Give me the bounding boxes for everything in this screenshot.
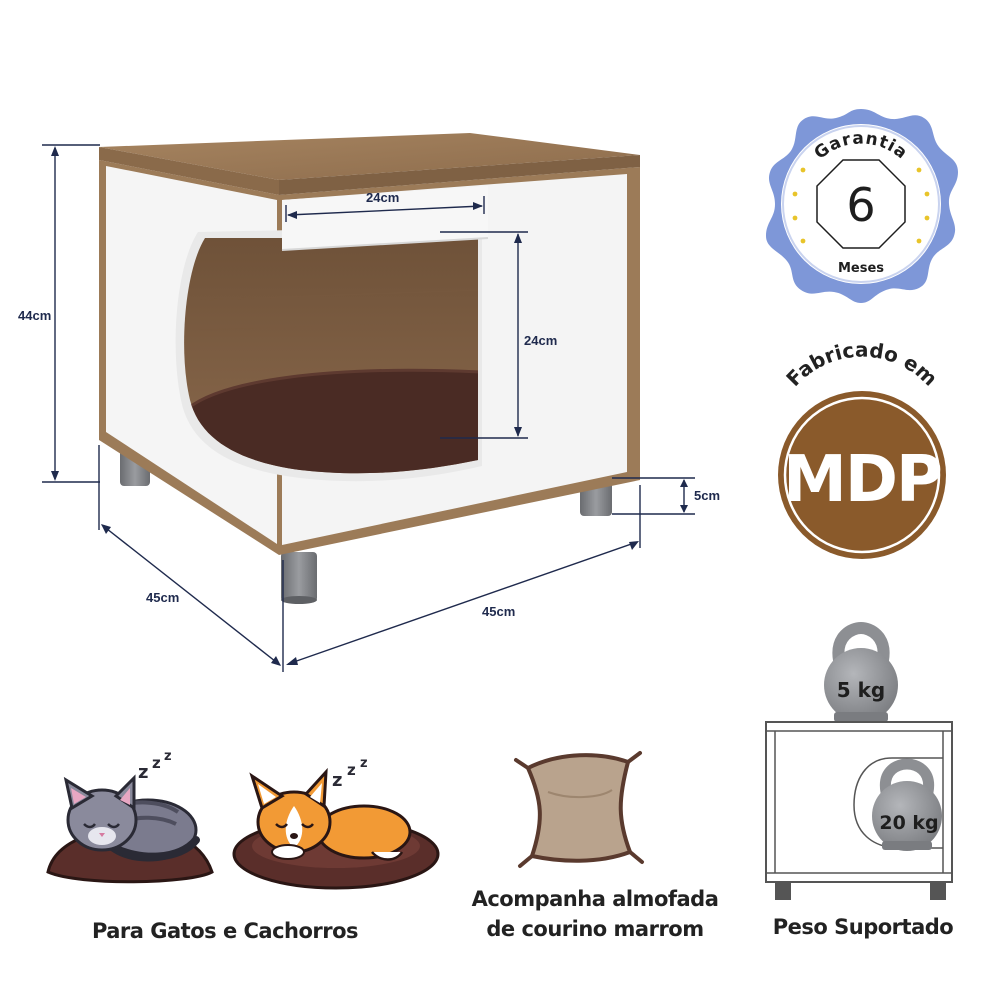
inside-weight-label: 20 kg bbox=[879, 812, 938, 834]
svg-text:z: z bbox=[164, 749, 172, 764]
warranty-octagon bbox=[816, 159, 906, 249]
dim-opening-width-label: 24cm bbox=[366, 190, 399, 205]
warranty-bottom-text: Meses bbox=[838, 261, 884, 276]
dimension-lines bbox=[42, 144, 695, 672]
dim-width-label: 45cm bbox=[482, 604, 515, 619]
inner-cushion bbox=[186, 370, 478, 474]
foot-front-left bbox=[281, 552, 317, 602]
dim-opening-height-label: 24cm bbox=[524, 333, 557, 348]
svg-text:z: z bbox=[138, 762, 148, 783]
top-panel bbox=[99, 133, 640, 180]
pets-caption: Para Gatos e Cachorros bbox=[91, 919, 359, 943]
star-icon bbox=[792, 167, 930, 244]
warranty-number: 6 bbox=[846, 178, 875, 232]
kettlebell-icon bbox=[872, 758, 942, 851]
dog-icon: z z z bbox=[232, 756, 440, 890]
dim-feet-label: 5cm bbox=[694, 488, 720, 503]
weight-caption: Peso Suportado bbox=[772, 915, 954, 939]
top-weight-label: 5 kg bbox=[837, 678, 886, 702]
pet-house bbox=[99, 133, 640, 604]
cushion-icon bbox=[514, 751, 644, 868]
svg-text:z: z bbox=[332, 770, 342, 791]
cushion-caption-line1: Acompanha almofada bbox=[471, 887, 719, 911]
mdp-top-text: Fabricado em bbox=[781, 338, 942, 391]
kettlebell-icon bbox=[824, 621, 898, 722]
cushion-caption-line2: de courino marrom bbox=[486, 917, 704, 941]
cushion-caption: Acompanha almofada de courino marrom bbox=[470, 884, 720, 944]
warranty-badge: Garantia 6 Meses bbox=[766, 109, 958, 303]
svg-text:Fabricado em: Fabricado em bbox=[781, 338, 942, 391]
svg-text:z: z bbox=[360, 756, 368, 771]
mdp-main-text: MDP bbox=[783, 443, 941, 517]
svg-text:z: z bbox=[152, 754, 161, 772]
weight-diagram: 5 kg 20 kg bbox=[765, 621, 953, 900]
svg-text:z: z bbox=[347, 761, 356, 779]
cat-icon: z z z bbox=[46, 749, 214, 884]
mdp-badge: Fabricado em MDP bbox=[778, 338, 946, 559]
dim-depth-label: 45cm bbox=[146, 590, 179, 605]
dim-height-label: 44cm bbox=[18, 308, 51, 323]
